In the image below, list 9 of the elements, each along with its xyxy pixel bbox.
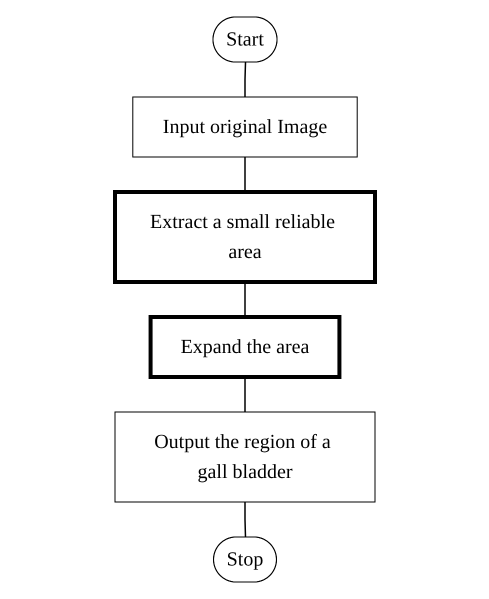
connector: [244, 502, 246, 538]
connector: [244, 157, 246, 192]
connector: [244, 62, 246, 97]
node-box: Expand the area: [148, 315, 341, 379]
node-box: Output the region of a gall bladder: [114, 412, 375, 502]
connector: [244, 282, 246, 317]
node-box: Input original Image: [132, 96, 358, 158]
node-box: Extract a small reliable area: [112, 190, 376, 284]
connector: [244, 377, 246, 412]
